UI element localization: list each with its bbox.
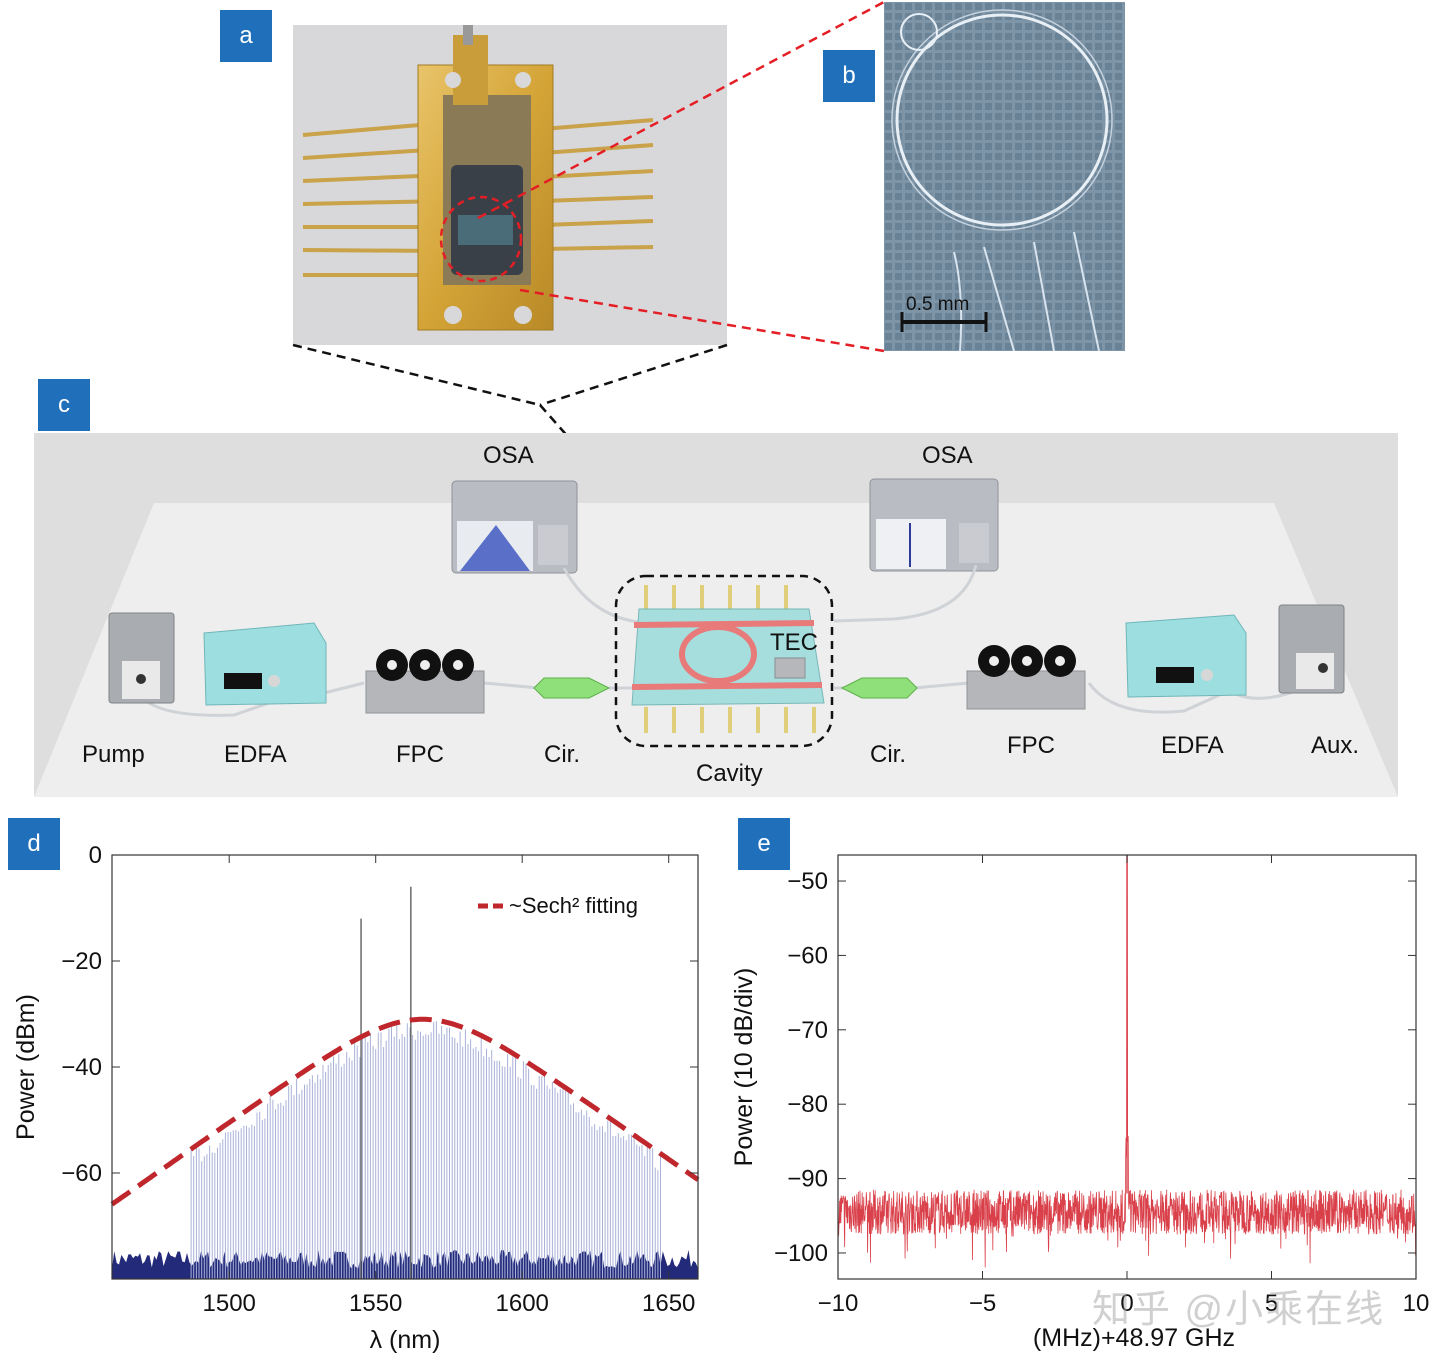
- x-tick-label: −10: [818, 1290, 859, 1317]
- panel-label-b: b: [823, 50, 875, 102]
- y-tick-label: −80: [787, 1091, 828, 1118]
- x-axis-label: λ (nm): [370, 1326, 441, 1354]
- label-aux: Aux.: [1311, 732, 1360, 759]
- panel-label-d: d: [8, 818, 60, 870]
- y-tick-label: −70: [787, 1017, 828, 1044]
- label-cir-left: Cir.: [544, 741, 580, 768]
- y-tick-label: 0: [89, 842, 102, 869]
- comb-lines: [190, 1021, 661, 1279]
- panel-label-e: e: [738, 818, 790, 870]
- x-tick-label: 1650: [642, 1290, 695, 1317]
- label-fpc-left: FPC: [396, 741, 444, 768]
- label-fpc-right: FPC: [1007, 732, 1055, 759]
- x-tick-label: 0: [1120, 1290, 1133, 1317]
- optical-spectrum-chart: 1500 1550 1600 1650 0 −20 −40 −60 ~Sech² fittin…: [12, 842, 700, 1354]
- x-tick-label: 1500: [203, 1290, 256, 1317]
- cavity-chip: [614, 574, 834, 748]
- y-axis-label: Power (dBm): [12, 994, 40, 1140]
- edfa-left-unit: [203, 622, 327, 706]
- device-package-photo: [293, 25, 727, 345]
- label-pump: Pump: [82, 741, 145, 768]
- y-tick-label: −20: [61, 948, 102, 975]
- x-tick-label: 10: [1403, 1290, 1430, 1317]
- label-cavity: Cavity: [696, 760, 763, 787]
- microring-micrograph: 0.5 mm: [884, 2, 1125, 351]
- label-tec: TEC: [770, 629, 818, 656]
- x-axis-label: (MHz)+48.97 GHz: [1033, 1324, 1235, 1352]
- setup-schematic: OSA OSA TEC Pump EDFA FPC Cir. Cavity Ci…: [34, 433, 1398, 797]
- label-osa-left: OSA: [483, 442, 534, 469]
- label-cir-right: Cir.: [870, 741, 906, 768]
- label-edfa-left: EDFA: [224, 741, 287, 768]
- osa-right-instrument: [869, 478, 999, 572]
- y-tick-label: −50: [787, 868, 828, 895]
- panel-label-a: a: [220, 10, 272, 62]
- x-tick-label: 1550: [349, 1290, 402, 1317]
- y-tick-label: −60: [61, 1160, 102, 1187]
- circulator-left: [533, 677, 611, 699]
- osa-left-instrument: [451, 480, 578, 574]
- fpc-right-unit: [966, 645, 1086, 710]
- y-tick-label: −40: [61, 1054, 102, 1081]
- legend-label: ~Sech² fitting: [509, 893, 638, 918]
- x-tick-label: −5: [969, 1290, 996, 1317]
- pump-laser: [108, 612, 175, 704]
- scale-bar-text: 0.5 mm: [906, 294, 970, 315]
- watermark-text: 知乎 @小乘在线: [1092, 1289, 1386, 1331]
- y-tick-label: −60: [787, 942, 828, 969]
- y-axis-label: Power (10 dB/div): [730, 968, 758, 1167]
- panel-label-c: c: [38, 379, 90, 431]
- y-tick-label: −100: [774, 1240, 828, 1267]
- label-edfa-right: EDFA: [1161, 732, 1224, 759]
- x-tick-label: 5: [1265, 1290, 1278, 1317]
- legend-sech-fit: ~Sech² fitting: [478, 893, 638, 918]
- edfa-right-unit: [1125, 614, 1247, 698]
- x-tick-label: 1600: [496, 1290, 549, 1317]
- label-osa-right: OSA: [922, 442, 973, 469]
- y-tick-label: −90: [787, 1166, 828, 1193]
- fpc-left-unit: [365, 649, 485, 714]
- aux-laser: [1278, 604, 1345, 694]
- circulator-right: [840, 677, 918, 699]
